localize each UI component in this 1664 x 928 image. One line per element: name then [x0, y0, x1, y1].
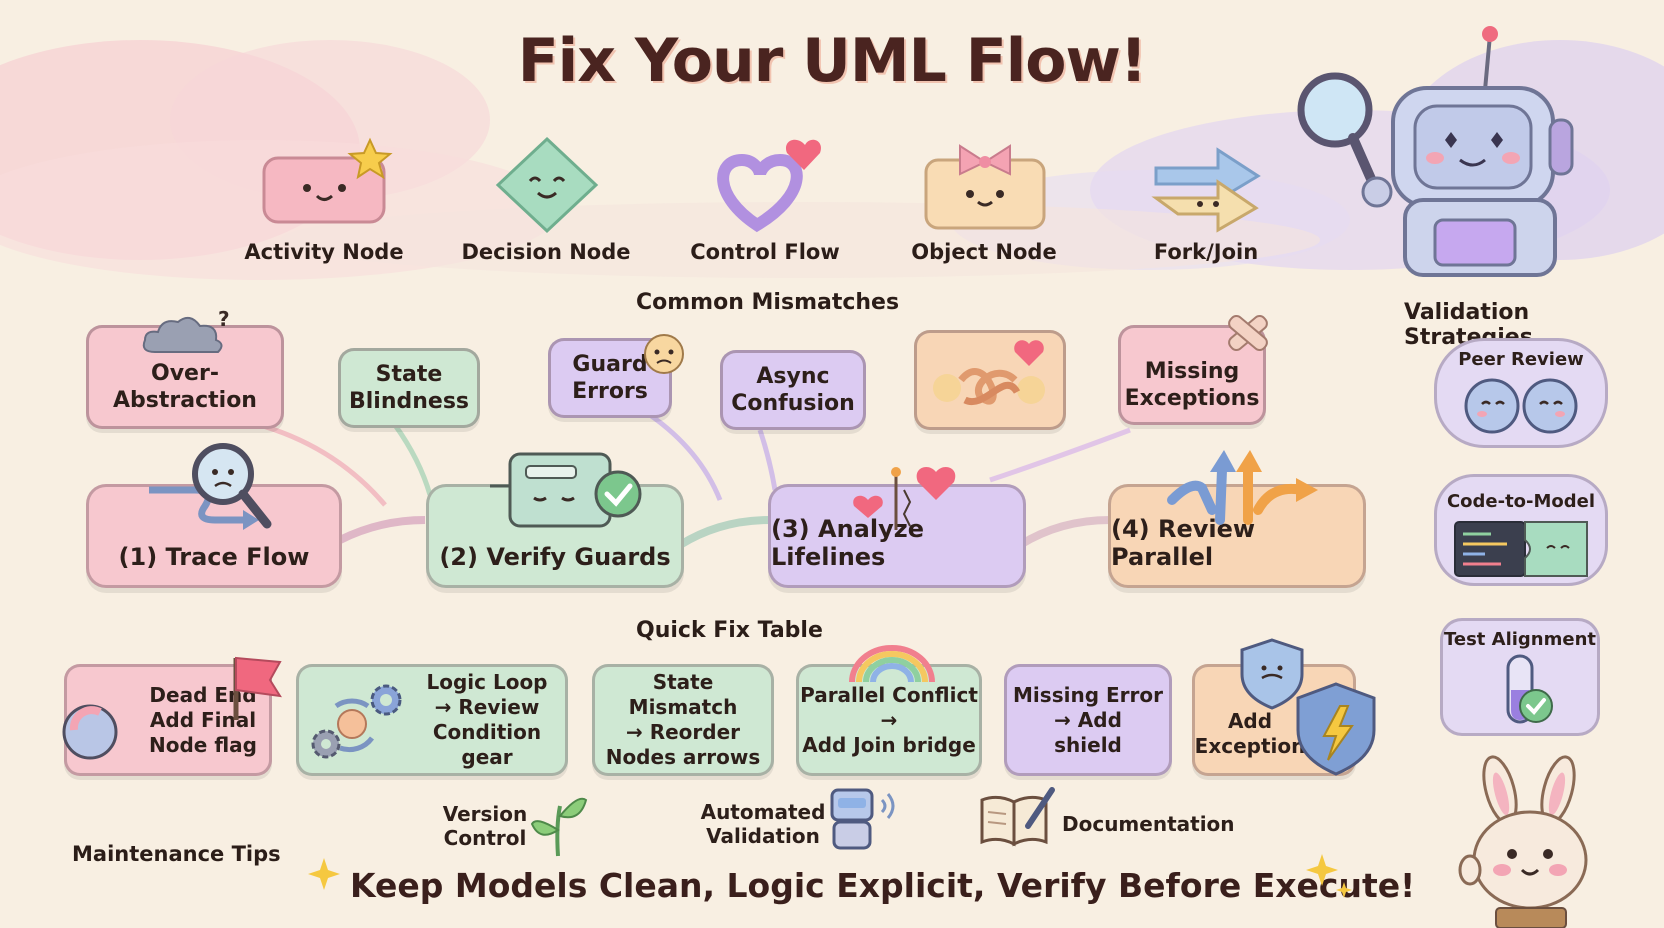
fix-line3: Add Join bridge [802, 732, 976, 757]
strategy-label: Code-to-Model [1446, 491, 1596, 512]
strategy-peer-review: Peer Review [1434, 338, 1608, 448]
fix-line3: shield [1054, 732, 1122, 757]
book-pen-icon [980, 787, 1055, 847]
mismatches-heading: Common Mismatches [636, 290, 900, 315]
legend-label-control-flow: Control Flow [690, 240, 840, 264]
fix-line1: Logic Loop [426, 670, 548, 694]
fix-missing-error: Missing Error → Add shield [1004, 664, 1172, 776]
test-tube-icon [1506, 654, 1553, 724]
legend-label-object-node: Object Node [911, 240, 1057, 264]
flag-ball-icon [62, 656, 282, 760]
fix-line2: → Add [1054, 707, 1122, 732]
svg-text:?: ? [218, 307, 230, 331]
page-title: Fix Your UML Flow! [517, 26, 1148, 96]
step-label: (3) Analyze Lifelines [771, 515, 924, 571]
robot-mascot [1297, 26, 1574, 277]
object-node-icon [924, 144, 1046, 230]
fix-line3: Condition gear [432, 720, 542, 769]
mismatch-over-abstraction: ? Over-Abstraction [86, 307, 284, 429]
tip-version-control: Version Control [442, 802, 528, 850]
quick-fix-heading: Quick Fix Table [636, 618, 823, 643]
control-flow-icon [717, 139, 822, 233]
peer-faces-icon [1464, 378, 1578, 434]
gear-loop-icon [311, 684, 402, 759]
mismatch-tangled [914, 330, 1066, 430]
tip-automated-validation: Automated Validation [700, 800, 826, 848]
mismatch-async-confusion: Async Confusion [720, 350, 866, 430]
mismatch-state-blindness: State Blindness [338, 348, 480, 428]
mismatch-label: Missing Exceptions [1124, 359, 1260, 411]
step-label: (1) Trace Flow [118, 543, 310, 571]
fix-line2: → Review [434, 695, 540, 719]
lifeline-hearts-icon [853, 467, 956, 530]
fix-line1: State Mismatch [628, 670, 738, 719]
strategy-code-to-model: Code-to-Model [1434, 474, 1608, 586]
rainbow-icon [849, 645, 935, 683]
legend-label-decision-node: Decision Node [461, 240, 631, 264]
step-label: (4) Review Parallel [1111, 515, 1256, 571]
mismatch-label: Over-Abstraction [113, 361, 257, 413]
fork-join-icon [1151, 147, 1261, 233]
mismatch-label: State Blindness [348, 362, 470, 414]
activity-node-icon [262, 137, 393, 224]
step-review-parallel: (4) Review Parallel [1108, 484, 1366, 588]
fix-line1: Missing Error [1013, 682, 1163, 707]
validation-heading: Validation Strategies [1404, 300, 1533, 350]
magnifier-sad-icon [149, 443, 272, 530]
sprout-icon [530, 797, 588, 857]
strategy-label: Peer Review [1458, 349, 1584, 370]
mismatch-label: Guard Errors [572, 352, 648, 404]
fix-state-mismatch: State Mismatch → Reorder Nodes arrows [592, 664, 774, 776]
sparkle-left-icon [308, 858, 340, 890]
robot-signal-icon [830, 788, 895, 850]
sleepy-node-check-icon [490, 452, 642, 528]
tip-documentation: Documentation [1062, 812, 1235, 836]
fix-line3: Nodes arrows [605, 745, 761, 769]
fix-line1: Add [1227, 709, 1273, 733]
bandage-icon [1228, 314, 1268, 352]
step-verify-guards: (2) Verify Guards [426, 484, 684, 588]
shield-icon [1240, 638, 1376, 776]
bunny-mascot [1458, 755, 1588, 928]
fix-line2: Exception [1194, 734, 1306, 758]
step-trace-flow: (1) Trace Flow [86, 484, 342, 588]
fix-line1: Parallel Conflict [800, 682, 978, 707]
legend-label-activity-node: Activity Node [244, 240, 404, 264]
parallel-arrows-icon [1167, 450, 1318, 525]
fix-line2: → Reorder [625, 720, 741, 744]
strategy-test-alignment: Test Alignment [1440, 618, 1600, 736]
decision-node-icon [495, 136, 599, 234]
fix-line3: Node flag [149, 732, 257, 757]
worried-face-icon [644, 334, 684, 374]
step-label: (2) Verify Guards [439, 543, 671, 571]
cloud-question-icon: ? [142, 307, 230, 353]
legend-label-fork-join: Fork/Join [1153, 240, 1259, 264]
sparkle-right-icon [1306, 854, 1352, 898]
tangled-knot-icon [933, 340, 1045, 406]
code-puzzle-icon [1454, 521, 1588, 577]
footer-slogan: Keep Models Clean, Logic Explicit, Verif… [350, 866, 1416, 905]
maintenance-heading: Maintenance Tips [72, 842, 281, 866]
strategy-label: Test Alignment [1443, 629, 1597, 650]
fix-line2: → [880, 707, 898, 732]
mismatch-label: Async Confusion [731, 364, 855, 416]
